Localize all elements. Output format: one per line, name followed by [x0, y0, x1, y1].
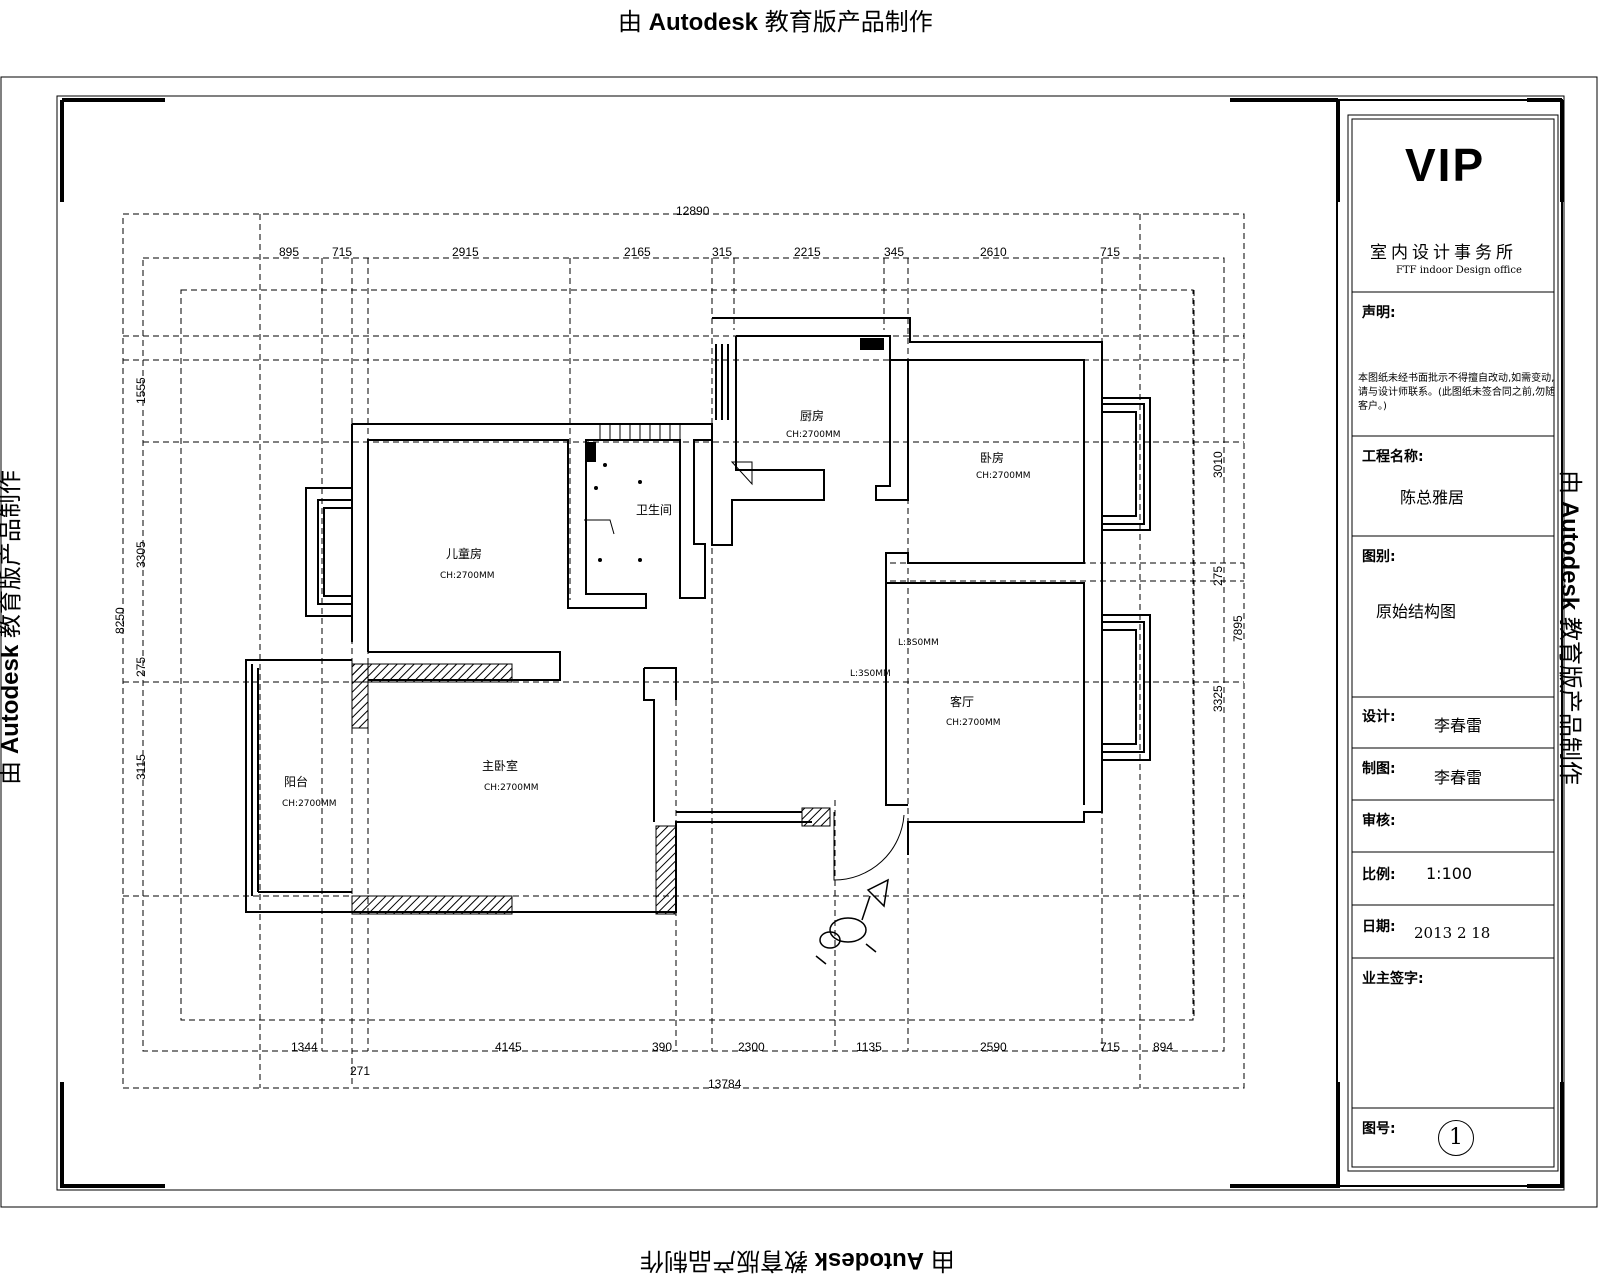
svg-text:895: 895 [279, 245, 299, 259]
shaft-icon [730, 461, 753, 486]
scale-value: 1:100 [1426, 864, 1473, 883]
drawing-no-label: 图号: [1362, 1121, 1396, 1137]
pipe-icon [584, 519, 615, 535]
category-label: 图别: [1362, 549, 1396, 565]
review-label: 审核: [1362, 813, 1396, 829]
svg-text:3115: 3115 [134, 754, 148, 780]
drafting-label: 制图: [1362, 761, 1396, 777]
svg-text:客厅: 客厅 [950, 694, 974, 709]
svg-text:CH:2700MM: CH:2700MM [440, 571, 495, 581]
statement-label: 声明: [1362, 305, 1396, 321]
svg-text:3305: 3305 [134, 541, 148, 568]
design-value: 李春雷 [1434, 716, 1483, 735]
sheet-border [0, 76, 1598, 1208]
stove-icon [860, 338, 884, 350]
svg-text:2300: 2300 [738, 1040, 765, 1054]
svg-text:2165: 2165 [624, 245, 651, 259]
dimension-grid [122, 213, 1245, 1089]
project-label: 工程名称: [1362, 449, 1424, 465]
svg-text:CH:2700MM: CH:2700MM [484, 783, 539, 793]
project-value: 陈总雅居 [1400, 488, 1465, 507]
scale-label: 比例: [1362, 867, 1396, 883]
bathroom-fixture-points [594, 463, 642, 562]
dimension-labels: 12890 895 715 2915 2165 315 2215 345 261… [113, 204, 1245, 1091]
svg-text:4145: 4145 [495, 1040, 522, 1054]
owner-sign-label: 业主签字: [1362, 971, 1424, 987]
svg-text:8250: 8250 [113, 607, 127, 634]
svg-text:345: 345 [884, 245, 904, 259]
svg-text:CH:2700MM: CH:2700MM [786, 430, 841, 440]
svg-text:2915: 2915 [452, 245, 479, 259]
water-heater-icon [586, 442, 596, 462]
date-label: 日期: [1362, 919, 1396, 935]
svg-text:715: 715 [1100, 1040, 1120, 1054]
svg-text:CH:2700MM: CH:2700MM [946, 718, 1001, 728]
svg-text:2215: 2215 [794, 245, 821, 259]
svg-text:894: 894 [1153, 1040, 1173, 1054]
svg-text:2590: 2590 [980, 1040, 1007, 1054]
entrance-symbol-icon [815, 878, 889, 965]
svg-text:2610: 2610 [980, 245, 1007, 259]
design-label: 设计: [1362, 709, 1396, 725]
statement-text: 本图纸未经书面批示不得擅自改动,如需变动,请与设计师联系。(此图纸未签合同之前,… [1358, 373, 1556, 412]
title-block-frame [1336, 99, 1563, 1187]
svg-text:12890: 12890 [676, 204, 710, 218]
svg-text:卧房: 卧房 [980, 450, 1004, 465]
svg-text:L:3S0MM: L:3S0MM [898, 638, 939, 648]
svg-text:715: 715 [332, 245, 352, 259]
drafting-value: 李春雷 [1434, 768, 1483, 787]
drawing-frame [56, 95, 1565, 1191]
svg-text:厨房: 厨房 [800, 408, 824, 423]
svg-text:1344: 1344 [291, 1040, 318, 1054]
svg-text:儿童房: 儿童房 [446, 546, 482, 561]
svg-text:1555: 1555 [134, 377, 148, 404]
category-value: 原始结构图 [1376, 602, 1457, 621]
svg-text:715: 715 [1100, 245, 1120, 259]
walls [245, 317, 1151, 913]
logo-vip: VIP [1405, 139, 1486, 191]
room-labels: 厨房 CH:2700MM 卧房 CH:2700MM 儿童房 CH:2700MM … [282, 408, 1031, 809]
svg-text:275: 275 [1211, 566, 1225, 586]
svg-text:271: 271 [350, 1064, 370, 1078]
svg-text:3010: 3010 [1211, 451, 1225, 478]
svg-text:阳台: 阳台 [284, 774, 308, 789]
svg-text:CH:2700MM: CH:2700MM [282, 799, 337, 809]
svg-text:L:3S0MM: L:3S0MM [850, 669, 891, 679]
svg-text:卫生间: 卫生间 [636, 503, 672, 517]
svg-text:13784: 13784 [708, 1077, 742, 1091]
svg-text:3325: 3325 [1211, 685, 1225, 712]
office-name-cn: 室内设计事务所 [1370, 243, 1517, 263]
svg-text:1135: 1135 [856, 1040, 882, 1054]
svg-text:CH:2700MM: CH:2700MM [976, 471, 1031, 481]
date-value: 2013 2 18 [1414, 924, 1491, 942]
drawing-number: 1 [1438, 1120, 1474, 1156]
svg-text:275: 275 [134, 657, 148, 677]
svg-text:主卧室: 主卧室 [482, 758, 518, 773]
office-name-en: FTF indoor Design office [1396, 265, 1522, 276]
svg-text:390: 390 [652, 1040, 672, 1054]
watermark-top: 由 Autodesk 教育版产品制作 [618, 9, 933, 36]
svg-text:7895: 7895 [1231, 615, 1245, 642]
structural-walls [351, 663, 831, 915]
svg-text:315: 315 [712, 245, 732, 259]
